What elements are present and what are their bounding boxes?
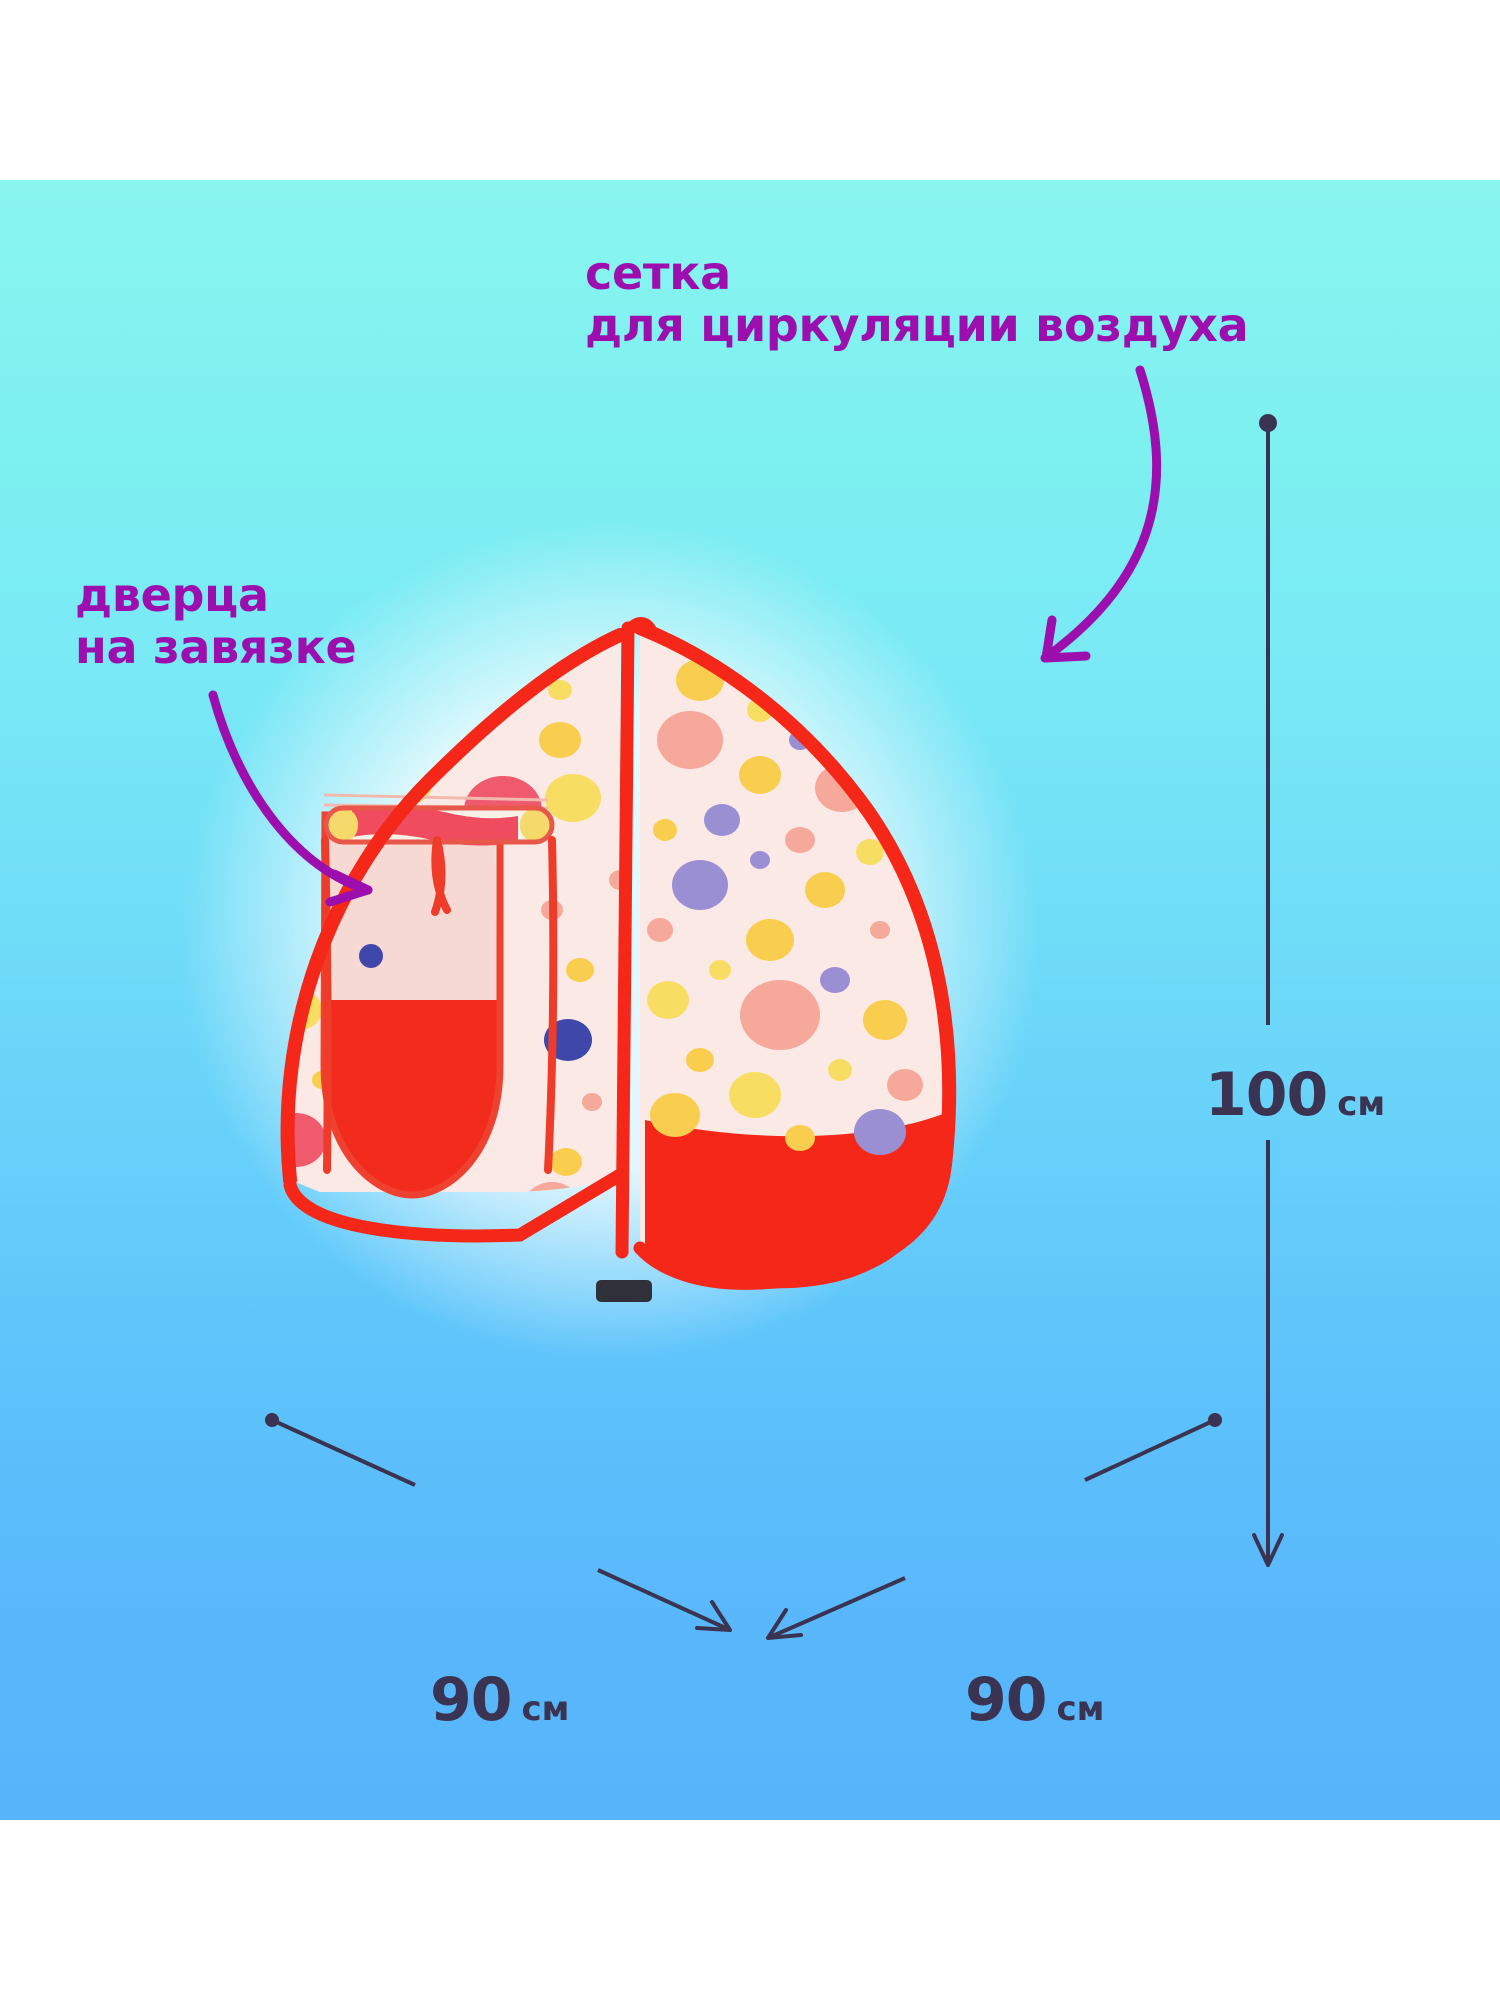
tent-right-floor (645, 1112, 948, 1289)
door-arrow (208, 690, 373, 907)
tent-right-trim (633, 621, 957, 1172)
product-illustration (180, 520, 1040, 1360)
tent-apex (622, 617, 658, 638)
annotation-mesh-label: сетка для циркуляции воздуха (585, 246, 1249, 352)
mesh-arrow (1040, 365, 1162, 663)
annotation-arrows (208, 365, 1162, 907)
dimension-lines (265, 414, 1284, 1640)
tent-right-bottom-trim (633, 1161, 952, 1290)
dimension-left-value: 90 (430, 1665, 512, 1735)
dimension-left-unit: см (521, 1689, 570, 1729)
dimension-left-line (265, 1413, 732, 1632)
tent-door-tie-point (359, 944, 383, 968)
tent-door-floor (324, 1000, 500, 1195)
dimension-right-value: 90 (965, 1665, 1047, 1735)
tent-left-panel (280, 628, 627, 1243)
annotation-door-label: дверца на завязке (75, 568, 357, 674)
dimension-height-line (1252, 414, 1284, 1567)
dimension-right-unit: см (1056, 1689, 1105, 1729)
infographic-stage: сетка для циркуляции воздуха дверца на з… (0, 180, 1500, 1820)
dimension-height-unit: см (1337, 1084, 1386, 1124)
tent-left-bottom-trim (283, 1168, 627, 1243)
tent-door-tie (321, 836, 558, 1174)
dimension-right-line (766, 1413, 1222, 1640)
tent-group (280, 617, 957, 1302)
tent-right-panel (633, 621, 957, 1290)
tent-right-dots (647, 659, 923, 1155)
tent-left-trim (280, 628, 627, 1187)
tent-foot (596, 1280, 652, 1302)
tent-center-seam (615, 621, 635, 1259)
tent-door-outline (320, 811, 504, 1199)
dimension-height-value: 100 (1205, 1060, 1328, 1130)
